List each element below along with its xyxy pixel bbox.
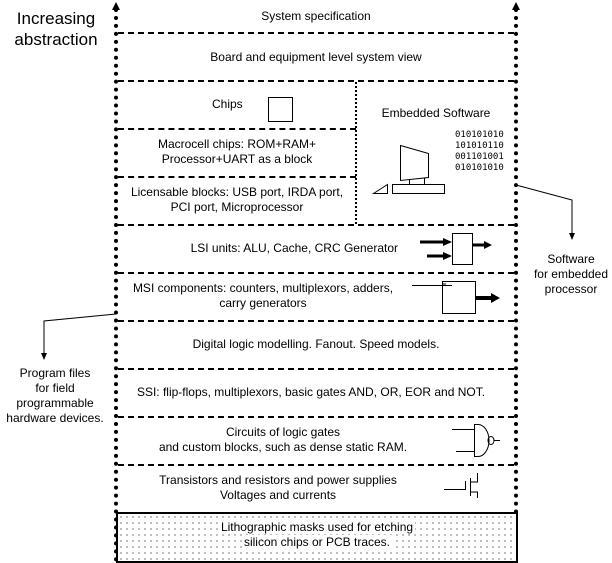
row-divider (118, 80, 514, 82)
level-circuits: Circuits of logic gates and custom block… (118, 425, 448, 455)
binary-line: 010101010 (455, 163, 504, 173)
left-callout-text: Program files for field programmable har… (0, 366, 110, 426)
level-text: and custom blocks, such as dense static … (158, 440, 408, 454)
callout-line: Program files (19, 366, 91, 380)
binary-line: 101010110 (455, 141, 504, 151)
embedded-binary: 010101010 101010110 001101001 010101010 (455, 130, 504, 174)
right-callout-arrow (515, 184, 575, 240)
left-callout-arrow (41, 313, 117, 360)
left-axis-arrowhead-icon (112, 2, 120, 10)
level-chips: Chips (190, 97, 290, 112)
level-transistors: Transistors and resistors and power supp… (118, 473, 438, 503)
level-text: Voltages and currents (219, 488, 337, 502)
level-text: Board and equipment level system view (210, 50, 422, 64)
level-text: Digital logic modelling. Fanout. Speed m… (192, 337, 440, 351)
callout-line: programmable (16, 396, 94, 410)
right-abstraction-axis (514, 8, 518, 562)
right-callout-text: Software for embedded processor (528, 252, 612, 297)
level-text: carry generators (219, 296, 307, 310)
callout-line: for field (35, 381, 75, 395)
row-divider (118, 32, 514, 34)
nand-gate-icon (452, 424, 500, 457)
row-divider (118, 416, 514, 418)
row-divider (118, 368, 514, 370)
chip-box-icon (268, 97, 293, 122)
level-text: Macrocell chips: ROM+RAM+ (157, 137, 317, 151)
level-text: Circuits of logic gates (225, 425, 341, 439)
binary-line: 010101010 (455, 130, 504, 140)
axis-label-line1: Increasing (16, 9, 96, 28)
level-macrocell: Macrocell chips: ROM+RAM+ Processor+UART… (118, 137, 356, 167)
embedded-software-title: Embedded Software (381, 106, 491, 120)
level-text: Processor+UART as a block (161, 152, 313, 166)
row-divider (118, 320, 514, 322)
level-licensable: Licensable blocks: USB port, IRDA port, … (118, 185, 356, 215)
level-ssi: SSI: flip-flops, multiplexors, basic gat… (118, 385, 504, 400)
level-system-spec: System specification (118, 9, 514, 24)
embedded-column-divider (355, 82, 357, 224)
level-text: MSI components: counters, multiplexors, … (132, 281, 394, 295)
callout-line: Software (547, 252, 595, 266)
level-text: System specification (261, 9, 371, 23)
level-board-view: Board and equipment level system view (118, 50, 514, 65)
level-lsi: LSI units: ALU, Cache, CRC Generator (118, 241, 418, 256)
left-abstraction-axis (114, 8, 118, 562)
callout-line: for embedded (533, 267, 609, 281)
level-text: Lithographic masks used for etching (218, 520, 416, 534)
row-divider (118, 464, 514, 466)
level-text: Transistors and resistors and power supp… (159, 473, 397, 487)
axis-label: Increasing abstraction (0, 8, 112, 50)
right-axis-arrowhead-icon (512, 2, 520, 10)
row-divider (118, 272, 514, 274)
row-divider (118, 176, 356, 178)
callout-line: processor (544, 282, 598, 296)
lsi-block-icon (420, 233, 492, 265)
level-text: PCI port, Microprocessor (170, 200, 304, 214)
row-divider (118, 224, 514, 226)
level-text: Chips (212, 97, 243, 111)
transistor-icon (444, 473, 478, 498)
callout-line: hardware devices. (6, 411, 104, 425)
level-text: silicon chips or PCB traces. (241, 535, 393, 549)
level-text: LSI units: ALU, Cache, CRC Generator (190, 241, 398, 255)
level-text: Licensable blocks: USB port, IRDA port, (130, 185, 344, 199)
axis-label-line2: abstraction (14, 30, 98, 49)
level-msi: MSI components: counters, multiplexors, … (118, 281, 408, 311)
level-text: SSI: flip-flops, multiplexors, basic gat… (136, 385, 486, 399)
level-digital-logic: Digital logic modelling. Fanout. Speed m… (118, 337, 514, 352)
computer-icon (371, 144, 445, 194)
level-lithographic-text: Lithographic masks used for etching sili… (116, 520, 518, 550)
binary-line: 001101001 (455, 152, 504, 162)
msi-block-icon (412, 281, 500, 314)
row-divider (118, 128, 356, 130)
